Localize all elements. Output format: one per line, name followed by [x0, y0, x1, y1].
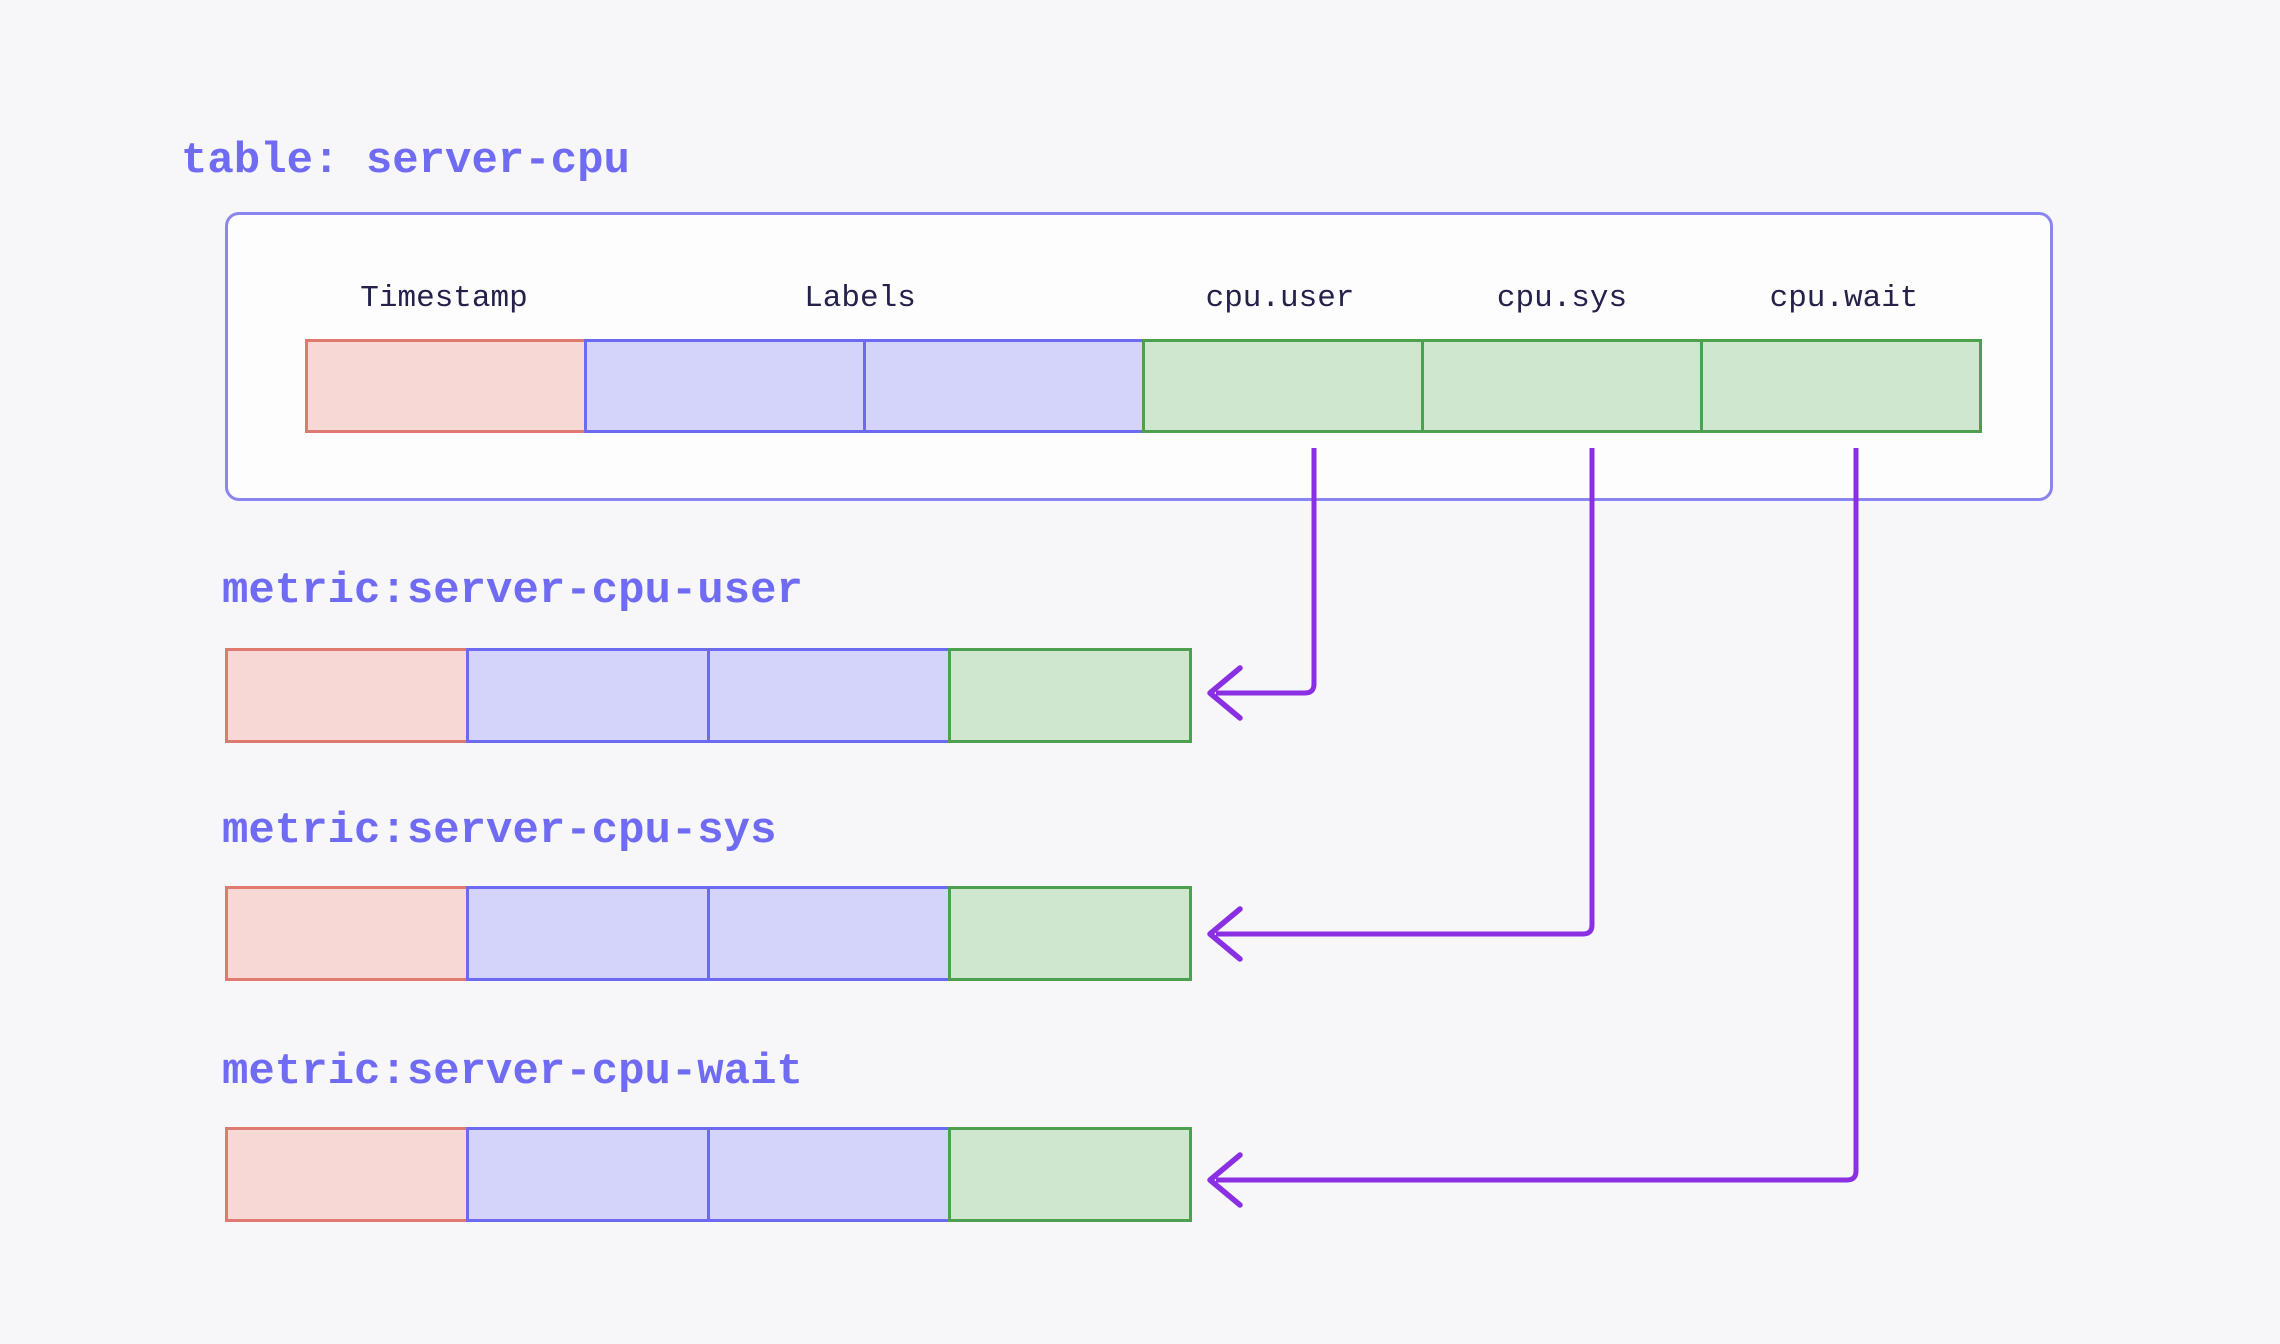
timestamp-cell: [305, 339, 587, 433]
labels-cell-2: [707, 886, 951, 981]
column-header-timestamp: Timestamp: [360, 281, 528, 316]
table-title: table: server-cpu: [181, 136, 630, 186]
value-cell: [948, 648, 1192, 743]
labels-cell-1: [466, 1127, 710, 1222]
column-header-cpu-sys: cpu.sys: [1496, 281, 1628, 316]
labels-cell-2: [707, 648, 951, 743]
column-header-cpu-user: cpu.user: [1205, 281, 1355, 316]
metric-title-cpu-user: metric:server-cpu-user: [222, 566, 803, 616]
table-row: [305, 339, 1982, 433]
column-header-cpu-wait: cpu.wait: [1769, 281, 1919, 316]
metric-row-cpu-sys: [225, 886, 1192, 981]
value-cell: [948, 886, 1192, 981]
labels-cell-2: [863, 339, 1145, 433]
timestamp-cell: [225, 1127, 469, 1222]
arrow-cpu-wait-to-metric: [1207, 448, 1859, 1208]
metric-row-cpu-user: [225, 648, 1192, 743]
timestamp-cell: [225, 648, 469, 743]
metric-title-cpu-wait: metric:server-cpu-wait: [222, 1047, 803, 1097]
metric-title-cpu-sys: metric:server-cpu-sys: [222, 806, 777, 856]
labels-cell-1: [584, 339, 866, 433]
value-cell-cpu-user: [1142, 339, 1424, 433]
value-cell-cpu-sys: [1421, 339, 1703, 433]
labels-cell-1: [466, 886, 710, 981]
metric-row-cpu-wait: [225, 1127, 1192, 1222]
arrow-cpu-sys-to-metric: [1207, 448, 1595, 962]
timestamp-cell: [225, 886, 469, 981]
labels-cell-2: [707, 1127, 951, 1222]
value-cell: [948, 1127, 1192, 1222]
value-cell-cpu-wait: [1700, 339, 1982, 433]
column-header-labels: Labels: [804, 281, 916, 316]
labels-cell-1: [466, 648, 710, 743]
